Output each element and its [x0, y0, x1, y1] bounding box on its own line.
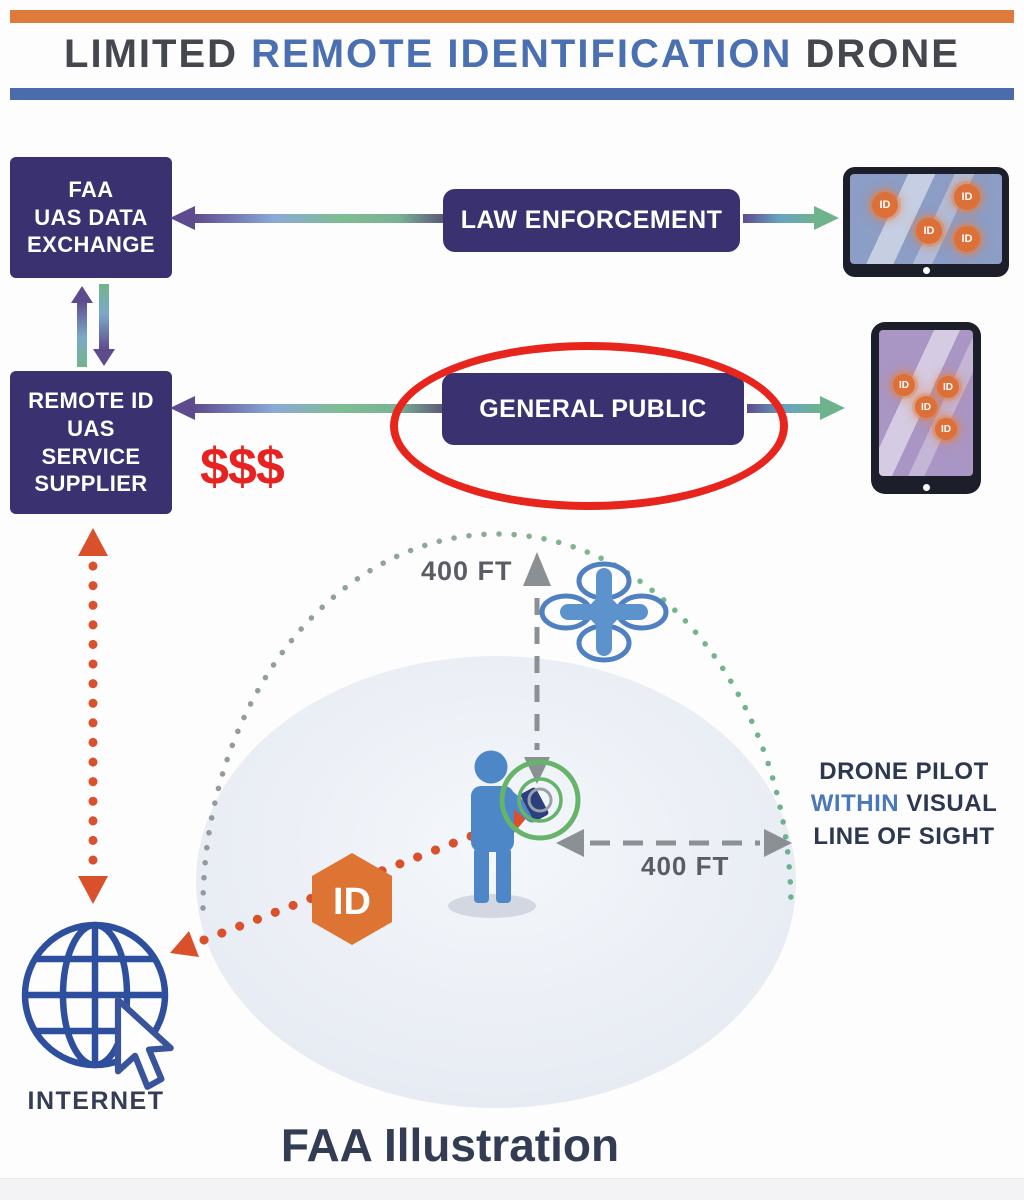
law-enforcement-box: LAW ENFORCEMENT — [443, 189, 740, 252]
dome-arc — [200, 531, 794, 911]
page-title: LIMITED REMOTE IDENTIFICATION DRONE — [0, 32, 1024, 77]
altitude-label: 400 FT — [421, 556, 513, 586]
law-to-tablet-arrowhead-icon — [814, 206, 839, 230]
drone-id-marker-icon: ID — [937, 376, 959, 398]
top-divider-bar — [10, 10, 1014, 23]
law-to-faa-arrowhead-icon — [170, 206, 195, 230]
general-public-tablet: ID ID ID ID — [871, 322, 981, 494]
internet-dotted-link — [78, 528, 108, 904]
faa-box-line2: UAS DATA — [34, 204, 148, 230]
faa-to-remote-arrow-shaft — [99, 284, 109, 350]
pilot-caption-within: WITHIN — [810, 790, 900, 818]
faa-uas-data-exchange-box: FAA UAS DATA EXCHANGE — [10, 157, 172, 278]
remote-to-faa-arrowhead-icon — [71, 286, 93, 303]
id-hexagon-icon: ID — [312, 853, 392, 945]
pilot-caption-visual: VISUAL — [906, 790, 998, 818]
drone-id-marker-icon: ID — [893, 374, 915, 396]
drone-id-marker-icon: ID — [916, 218, 942, 244]
general-to-remote-arrowhead-icon — [170, 396, 195, 420]
tablet-screen-map: ID ID ID ID — [879, 330, 973, 476]
faa-box-line1: FAA — [68, 176, 114, 202]
drone-pilot-caption: DRONE PILOT WITHIN VISUAL LINE OF SIGHT — [788, 756, 1020, 853]
general-to-tablet-arrow-shaft — [747, 404, 822, 413]
faa-box-line3: EXCHANGE — [27, 232, 155, 258]
phone-icon — [520, 787, 549, 821]
internet-label: INTERNET — [27, 1087, 165, 1115]
remote-box-line3: SERVICE — [41, 443, 141, 469]
remote-box-line1: REMOTE ID — [28, 387, 154, 413]
radius-label: 400 FT — [641, 851, 730, 881]
title-part-remote-id: REMOTE IDENTIFICATION — [251, 32, 793, 76]
pilot-caption-line2: WITHIN VISUAL — [788, 788, 1020, 820]
law-enforcement-tablet: ID ID ID ID — [843, 167, 1009, 277]
red-circle-annotation — [390, 342, 788, 510]
drone-id-marker-icon: ID — [872, 192, 898, 218]
drone-id-marker-icon: ID — [935, 418, 957, 440]
pilot-caption-line1: DRONE PILOT — [819, 758, 989, 785]
law-to-tablet-arrow-shaft — [743, 214, 816, 223]
general-to-tablet-arrowhead-icon — [820, 396, 845, 420]
bottom-strip — [0, 1178, 1024, 1200]
pilot-caption-line3: LINE OF SIGHT — [813, 822, 995, 850]
title-part-limited: LIMITED — [64, 32, 239, 76]
drone-id-marker-icon: ID — [915, 396, 937, 418]
signal-circles — [499, 759, 581, 841]
drone-id-marker-icon: ID — [954, 226, 980, 252]
remote-box-line2: UAS — [67, 415, 115, 441]
tablet-home-button — [922, 267, 930, 274]
law-enforcement-label: LAW ENFORCEMENT — [460, 206, 723, 234]
service-fee-label: $$$ — [200, 438, 285, 496]
general-to-remote-arrow-shaft — [194, 404, 443, 413]
remote-id-uas-service-supplier-box: REMOTE ID UAS SERVICE SUPPLIER — [10, 371, 172, 514]
globe-icon — [21, 921, 169, 1069]
cursor-icon — [114, 996, 174, 1090]
law-to-faa-arrow-shaft — [194, 214, 443, 223]
drone-id-marker-icon: ID — [954, 184, 980, 210]
tablet-home-button — [922, 484, 930, 491]
faa-to-remote-arrowhead-icon — [93, 349, 115, 366]
footer-caption: FAA Illustration — [280, 1119, 620, 1171]
remote-to-faa-arrow-shaft — [77, 301, 87, 367]
id-hexagon-label: ID — [333, 881, 371, 923]
title-part-drone: DRONE — [805, 32, 960, 76]
title-underline-bar — [10, 88, 1014, 100]
remote-box-line4: SUPPLIER — [34, 471, 148, 497]
pilot-shadow — [448, 894, 536, 918]
drone-icon — [539, 561, 669, 663]
tablet-screen-map: ID ID ID ID — [850, 174, 1002, 264]
radius-arrow — [556, 829, 792, 857]
